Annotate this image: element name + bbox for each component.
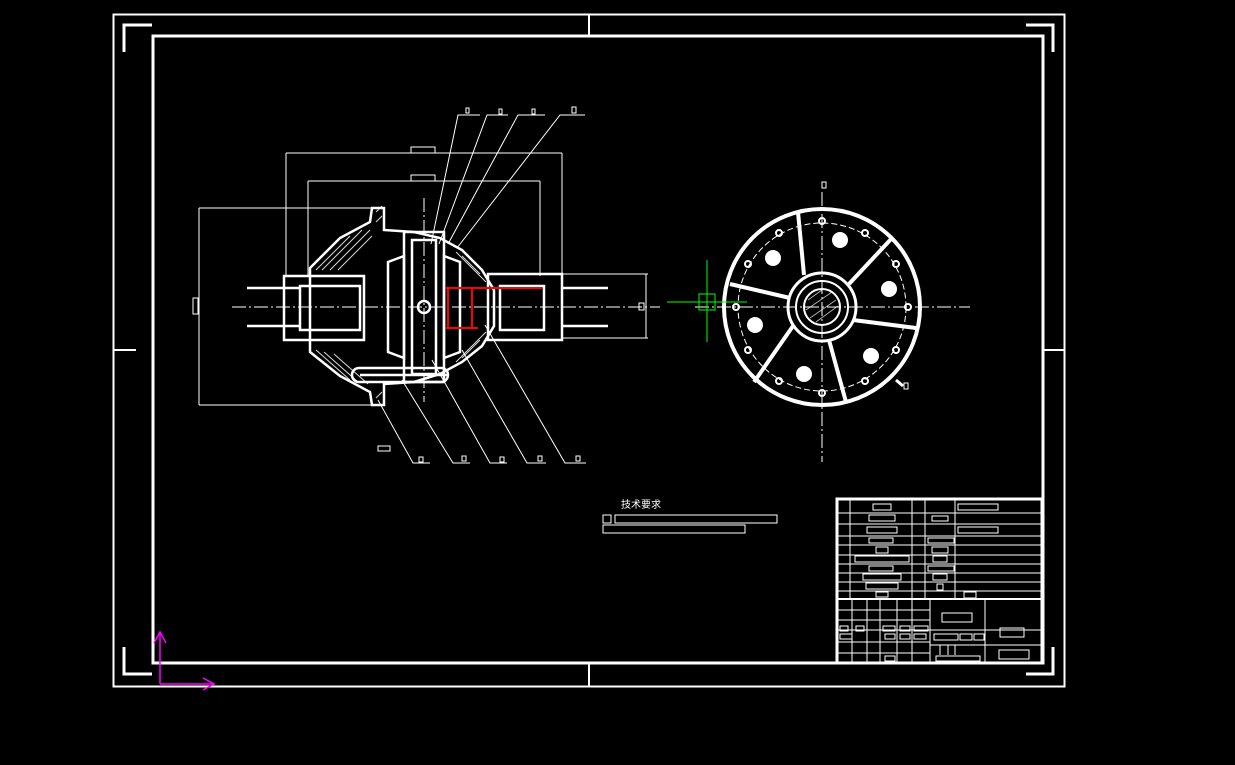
tech-requirements-heading: 技术要求 xyxy=(621,500,661,511)
sheet-border xyxy=(112,13,1066,688)
ucs-icon xyxy=(153,630,216,691)
front-section-view[interactable] xyxy=(192,106,660,464)
title-block[interactable] xyxy=(835,497,1044,665)
highlighted-selection[interactable] xyxy=(446,287,542,329)
tech-requirements-block xyxy=(602,514,778,534)
snap-cursor xyxy=(667,260,747,342)
side-view[interactable] xyxy=(667,181,970,462)
